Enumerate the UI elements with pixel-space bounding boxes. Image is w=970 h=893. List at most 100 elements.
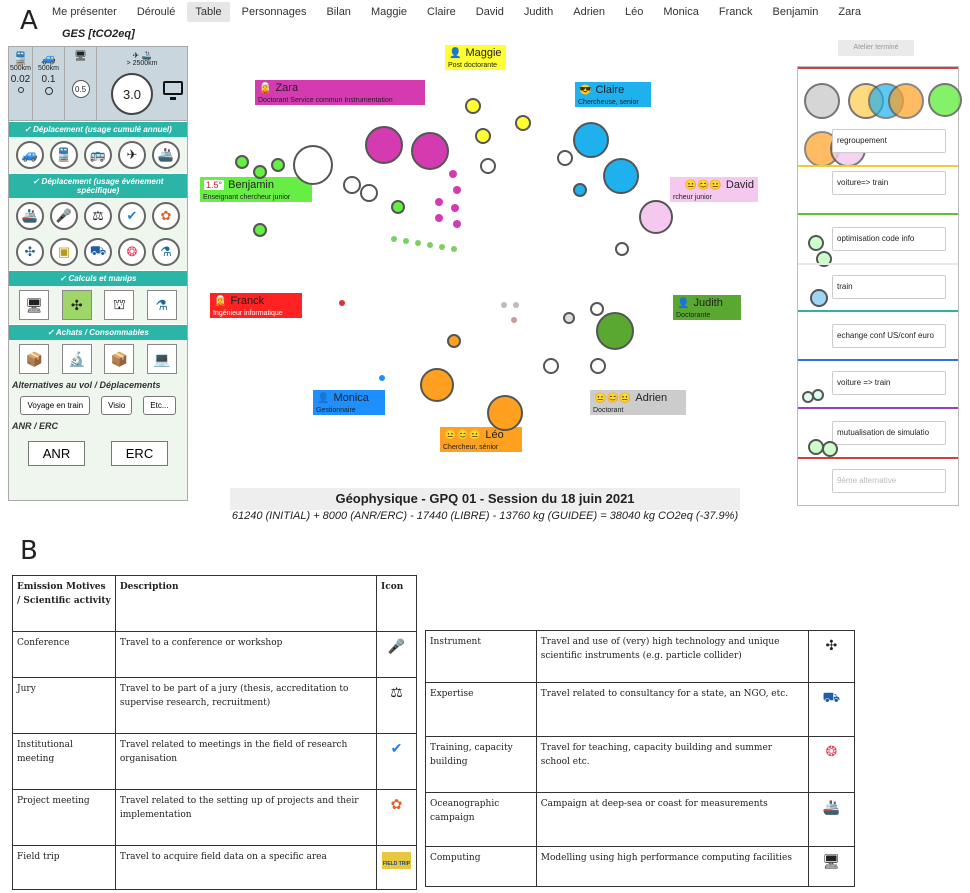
token-maggie-computer[interactable] <box>480 158 496 174</box>
institutional-meeting-icon[interactable]: ✔ <box>118 202 146 230</box>
person-monica[interactable]: 👤 Monica Gestionnaire <box>313 390 385 415</box>
alternative-voiture-train-2[interactable]: voiture => train <box>832 371 946 395</box>
token-drop[interactable] <box>822 441 838 457</box>
atelier-termine-button[interactable]: Atelier terminé <box>838 40 914 56</box>
tab-adrien[interactable]: Adrien <box>573 6 606 18</box>
alternative-regroupement[interactable]: regroupement <box>832 129 946 153</box>
token-adrien-computer[interactable] <box>543 358 559 374</box>
token-computer[interactable] <box>360 184 378 202</box>
token-grey[interactable] <box>563 312 575 324</box>
tab-me-presenter[interactable]: Me présenter <box>52 6 117 18</box>
box-icon[interactable]: 📦 <box>104 344 135 374</box>
plane-icon[interactable]: ✈ <box>118 141 146 169</box>
section-deplacement-annuel[interactable]: ✓ Déplacement (usage cumulé annuel) <box>9 121 187 137</box>
tab-benjamin[interactable]: Benjamin <box>772 6 819 18</box>
person-claire[interactable]: 😎 Claire Chercheuse, senior <box>575 82 651 107</box>
person-judith[interactable]: 👤 Judith Doctorante <box>673 295 741 320</box>
etc-button[interactable]: Etc... <box>143 396 176 415</box>
person-leo[interactable]: 😐😊😐 Léo Chercheur, sénior <box>440 427 522 452</box>
conference-icon[interactable]: 🎤 <box>50 202 78 230</box>
tab-bilan[interactable]: Bilan <box>326 6 351 18</box>
token-david-small[interactable] <box>615 242 629 256</box>
supplies-icon[interactable]: 📦 <box>19 344 50 374</box>
token-benjamin[interactable] <box>253 165 267 179</box>
jury-icon[interactable]: ⚖ <box>84 202 112 230</box>
token-claire-small[interactable] <box>573 183 587 197</box>
token-maggie[interactable] <box>515 115 531 131</box>
person-david[interactable]: 😐😊😐 David rcheur junior <box>670 177 758 202</box>
bus-icon[interactable]: 🚌 <box>84 141 112 169</box>
tab-franck[interactable]: Franck <box>718 6 753 18</box>
alternative-train[interactable]: train <box>832 275 946 299</box>
anr-button[interactable]: ANR <box>27 441 86 466</box>
section-achats[interactable]: ✓ Achats / Consommables <box>9 324 187 340</box>
voyage-train-button[interactable]: Voyage en train <box>20 396 91 415</box>
tab-leo[interactable]: Léo <box>625 6 644 18</box>
instrument-icon[interactable]: ✣ <box>16 238 44 266</box>
tab-claire[interactable]: Claire <box>427 6 456 18</box>
laptop-icon[interactable]: 💻 <box>146 344 177 374</box>
tab-deroule[interactable]: Déroulé <box>136 6 176 18</box>
token-maggie[interactable] <box>475 128 491 144</box>
person-zara[interactable]: 🧝 Zara Doctorant Service commun Instrume… <box>255 80 425 105</box>
token-drop[interactable] <box>812 389 824 401</box>
erc-button[interactable]: ERC <box>110 441 169 466</box>
person-adrien[interactable]: 😐😊😐 Adrien Doctorant <box>590 390 686 415</box>
tab-judith[interactable]: Judith <box>523 6 554 18</box>
token-judith-field[interactable] <box>596 312 634 350</box>
field-trip-icon[interactable]: ▣ <box>50 238 78 266</box>
token-leo-small[interactable] <box>447 334 461 348</box>
token-benjamin[interactable] <box>253 223 267 237</box>
train-icon[interactable]: 🚆 <box>50 141 78 169</box>
science-icon[interactable]: ⚗ <box>152 238 180 266</box>
section-calculs-manips[interactable]: ✓ Calculs et manips <box>9 270 187 286</box>
tab-table[interactable]: Table <box>187 2 230 22</box>
alternative-voiture-train[interactable]: voiture=> train <box>832 171 946 195</box>
alternative-placeholder-input[interactable]: 9ème alternative <box>832 469 946 493</box>
token-david-field[interactable] <box>639 200 673 234</box>
microscope-icon[interactable]: 🔬 <box>61 344 92 374</box>
tab-zara[interactable]: Zara <box>838 6 861 18</box>
token-adrien-computer[interactable] <box>590 358 606 374</box>
token-drop[interactable] <box>804 83 840 119</box>
token-judith-computer[interactable] <box>590 302 604 316</box>
token-benjamin[interactable] <box>271 158 285 172</box>
car-icon[interactable]: 🚙 <box>16 141 44 169</box>
person-franck[interactable]: 🧝 Franck Ingénieur informatique <box>210 293 302 318</box>
token-claire-computer[interactable] <box>557 150 573 166</box>
alternative-optimisation-code[interactable]: optimisation code info <box>832 227 946 251</box>
training-icon[interactable]: ❂ <box>118 238 146 266</box>
tab-personnages[interactable]: Personnages <box>241 6 307 18</box>
lab-icon[interactable]: ⚗ <box>146 290 177 320</box>
section-deplacement-evenement[interactable]: ✓ Déplacement (usage événement spécifiqu… <box>9 173 187 198</box>
project-meeting-icon[interactable]: ✿ <box>152 202 180 230</box>
token-drop[interactable] <box>808 235 824 251</box>
alternative-echange-conf[interactable]: echange conf US/conf euro <box>832 324 946 348</box>
tab-monica[interactable]: Monica <box>663 6 699 18</box>
token-drop[interactable] <box>928 83 962 117</box>
instrument-icon[interactable]: ✣ <box>61 290 92 320</box>
expertise-icon[interactable]: ⛟ <box>84 238 112 266</box>
token-maggie[interactable] <box>465 98 481 114</box>
token-leo-expertise[interactable] <box>420 368 454 402</box>
alternative-mutualisation[interactable]: mutualisation de simulatio <box>832 421 946 445</box>
person-benjamin[interactable]: 1.5° Benjamin Enseignant chercheur junio… <box>200 177 312 202</box>
oceanographic-icon[interactable]: 🚢 <box>16 202 44 230</box>
person-maggie[interactable]: 👤 Maggie Post doctorante <box>445 45 506 70</box>
token-drop[interactable] <box>888 83 924 119</box>
ship-icon[interactable]: 🚢 <box>152 141 180 169</box>
token-leo-institutional[interactable] <box>487 395 523 431</box>
observatory-icon[interactable]: ⛫ <box>104 290 135 320</box>
token-claire-conference[interactable] <box>603 158 639 194</box>
token-claire-conference[interactable] <box>573 122 609 158</box>
tab-david[interactable]: David <box>475 6 504 18</box>
token-benjamin[interactable] <box>391 200 405 214</box>
token-benjamin[interactable] <box>235 155 249 169</box>
visio-button[interactable]: Visio <box>101 396 133 415</box>
tab-maggie[interactable]: Maggie <box>370 6 408 18</box>
token-computer[interactable] <box>343 176 361 194</box>
token-zara-train[interactable] <box>365 126 403 164</box>
computer-icon[interactable]: 🖥 <box>19 290 50 320</box>
token-benjamin-project[interactable] <box>293 145 333 185</box>
token-drop[interactable] <box>810 289 828 307</box>
